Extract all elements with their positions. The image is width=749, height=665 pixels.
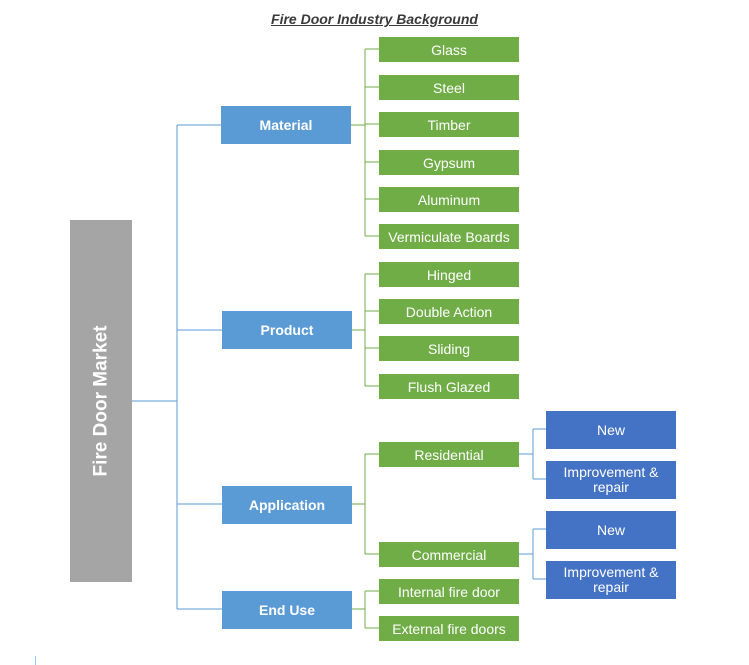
- diagram-title: Fire Door Industry Background: [271, 11, 478, 27]
- root-node: Fire Door Market: [70, 220, 132, 582]
- leaf-sliding: Sliding: [379, 336, 519, 361]
- category-material: Material: [221, 106, 351, 144]
- leaf-steel: Steel: [379, 75, 519, 100]
- leaf-commercial: Commercial: [379, 542, 519, 567]
- leaf-hinged: Hinged: [379, 262, 519, 287]
- leaf-internal-fire-door: Internal fire door: [379, 579, 519, 604]
- leaf-vermiculate-boards: Vermiculate Boards: [379, 224, 519, 249]
- edge-mark: [35, 656, 36, 665]
- residential-improvement-repair: Improvement & repair: [546, 461, 676, 499]
- category-product: Product: [222, 311, 352, 349]
- leaf-residential: Residential: [379, 442, 519, 467]
- residential-new: New: [546, 411, 676, 449]
- leaf-aluminum: Aluminum: [379, 187, 519, 212]
- root-label: Fire Door Market: [90, 325, 112, 477]
- leaf-double-action: Double Action: [379, 299, 519, 324]
- commercial-improvement-repair: Improvement & repair: [546, 561, 676, 599]
- category-end-use: End Use: [222, 591, 352, 629]
- leaf-external-fire-doors: External fire doors: [379, 616, 519, 641]
- category-application: Application: [222, 486, 352, 524]
- leaf-flush-glazed: Flush Glazed: [379, 374, 519, 399]
- leaf-glass: Glass: [379, 37, 519, 62]
- leaf-gypsum: Gypsum: [379, 150, 519, 175]
- leaf-timber: Timber: [379, 112, 519, 137]
- commercial-new: New: [546, 511, 676, 549]
